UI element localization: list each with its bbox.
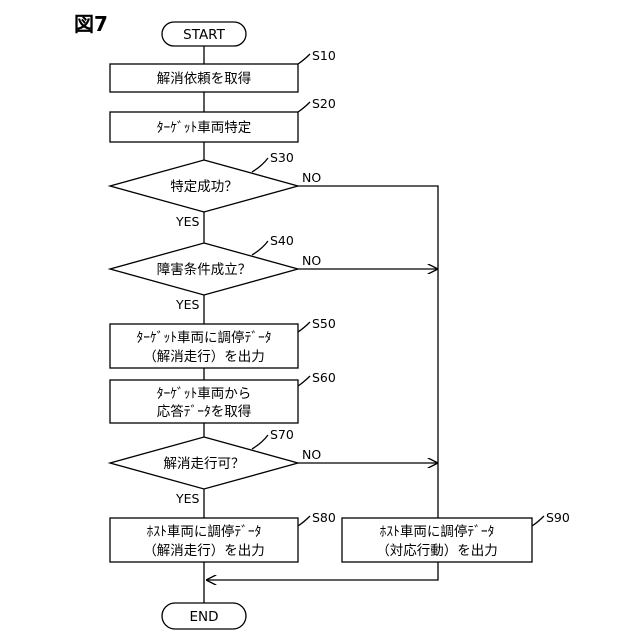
process-s60-line-1: ﾀｰｹﾞｯﾄ車両から (157, 386, 252, 402)
step-label-s10: S10 (312, 48, 336, 63)
branch-no-s40: NO (302, 253, 321, 268)
step-leader-s90 (532, 516, 544, 526)
decision-s40-text: 障害条件成立？ (157, 261, 252, 278)
end-label: END (189, 609, 218, 625)
process-s10: 解消依頼を取得 S10 (110, 48, 336, 92)
step-label-s80: S80 (312, 510, 336, 525)
decision-s30-text: 特定成功？ (170, 179, 238, 195)
step-leader-s60 (298, 376, 310, 386)
process-s50: ﾀｰｹﾞｯﾄ車両に調停ﾃﾞｰﾀ （解消走行）を出力 S50 (110, 316, 336, 368)
step-leader-s20 (298, 102, 310, 112)
process-s20-text: ﾀｰｹﾞｯﾄ車両特定 (157, 120, 252, 136)
process-s90: ﾎｽﾄ車両に調停ﾃﾞｰﾀ （対応行動）を出力 S90 (342, 510, 570, 562)
branch-yes-s40: YES (175, 297, 200, 312)
step-leader-s30 (252, 158, 268, 172)
step-leader-s80 (298, 516, 310, 526)
process-s90-line-2: （対応行動）を出力 (376, 543, 498, 559)
process-s60-line-2: 応答ﾃﾞｰﾀを取得 (157, 403, 252, 420)
connector-s90-merge (206, 562, 438, 580)
start-label: START (183, 27, 225, 43)
step-label-s30: S30 (270, 150, 294, 165)
step-leader-s70 (252, 435, 268, 449)
start-terminal: START (162, 22, 246, 46)
process-s50-line-2: （解消走行）を出力 (143, 349, 265, 365)
decision-s40: 障害条件成立？ S40 YES NO (110, 233, 321, 312)
process-s20: ﾀｰｹﾞｯﾄ車両特定 S20 (110, 96, 336, 142)
branch-no-s70: NO (302, 447, 321, 462)
decision-s30: 特定成功？ S30 YES NO (110, 150, 321, 229)
step-label-s40: S40 (270, 233, 294, 248)
branch-yes-s30: YES (175, 214, 200, 229)
process-s80: ﾎｽﾄ車両に調停ﾃﾞｰﾀ （解消走行）を出力 S80 (110, 510, 336, 562)
step-label-s20: S20 (312, 96, 336, 111)
step-label-s60: S60 (312, 370, 336, 385)
step-leader-s40 (252, 241, 268, 255)
process-s10-text: 解消依頼を取得 (157, 70, 252, 87)
process-s80-line-1: ﾎｽﾄ車両に調停ﾃﾞｰﾀ (147, 523, 262, 540)
process-s90-line-1: ﾎｽﾄ車両に調停ﾃﾞｰﾀ (380, 523, 495, 540)
step-leader-s50 (298, 322, 310, 332)
branch-yes-s70: YES (175, 491, 200, 506)
end-terminal: END (162, 603, 246, 629)
step-label-s70: S70 (270, 427, 294, 442)
decision-s70-text: 解消走行可？ (164, 456, 245, 472)
connector-s30-no (298, 186, 438, 518)
decision-s70: 解消走行可？ S70 YES NO (110, 427, 321, 506)
process-s80-line-2: （解消走行）を出力 (143, 543, 265, 559)
step-leader-s10 (298, 54, 310, 64)
branch-no-s30: NO (302, 170, 321, 185)
process-s50-line-1: ﾀｰｹﾞｯﾄ車両に調停ﾃﾞｰﾀ (137, 329, 272, 346)
step-label-s50: S50 (312, 316, 336, 331)
step-label-s90: S90 (546, 510, 570, 525)
process-s60: ﾀｰｹﾞｯﾄ車両から 応答ﾃﾞｰﾀを取得 S60 (110, 370, 336, 423)
